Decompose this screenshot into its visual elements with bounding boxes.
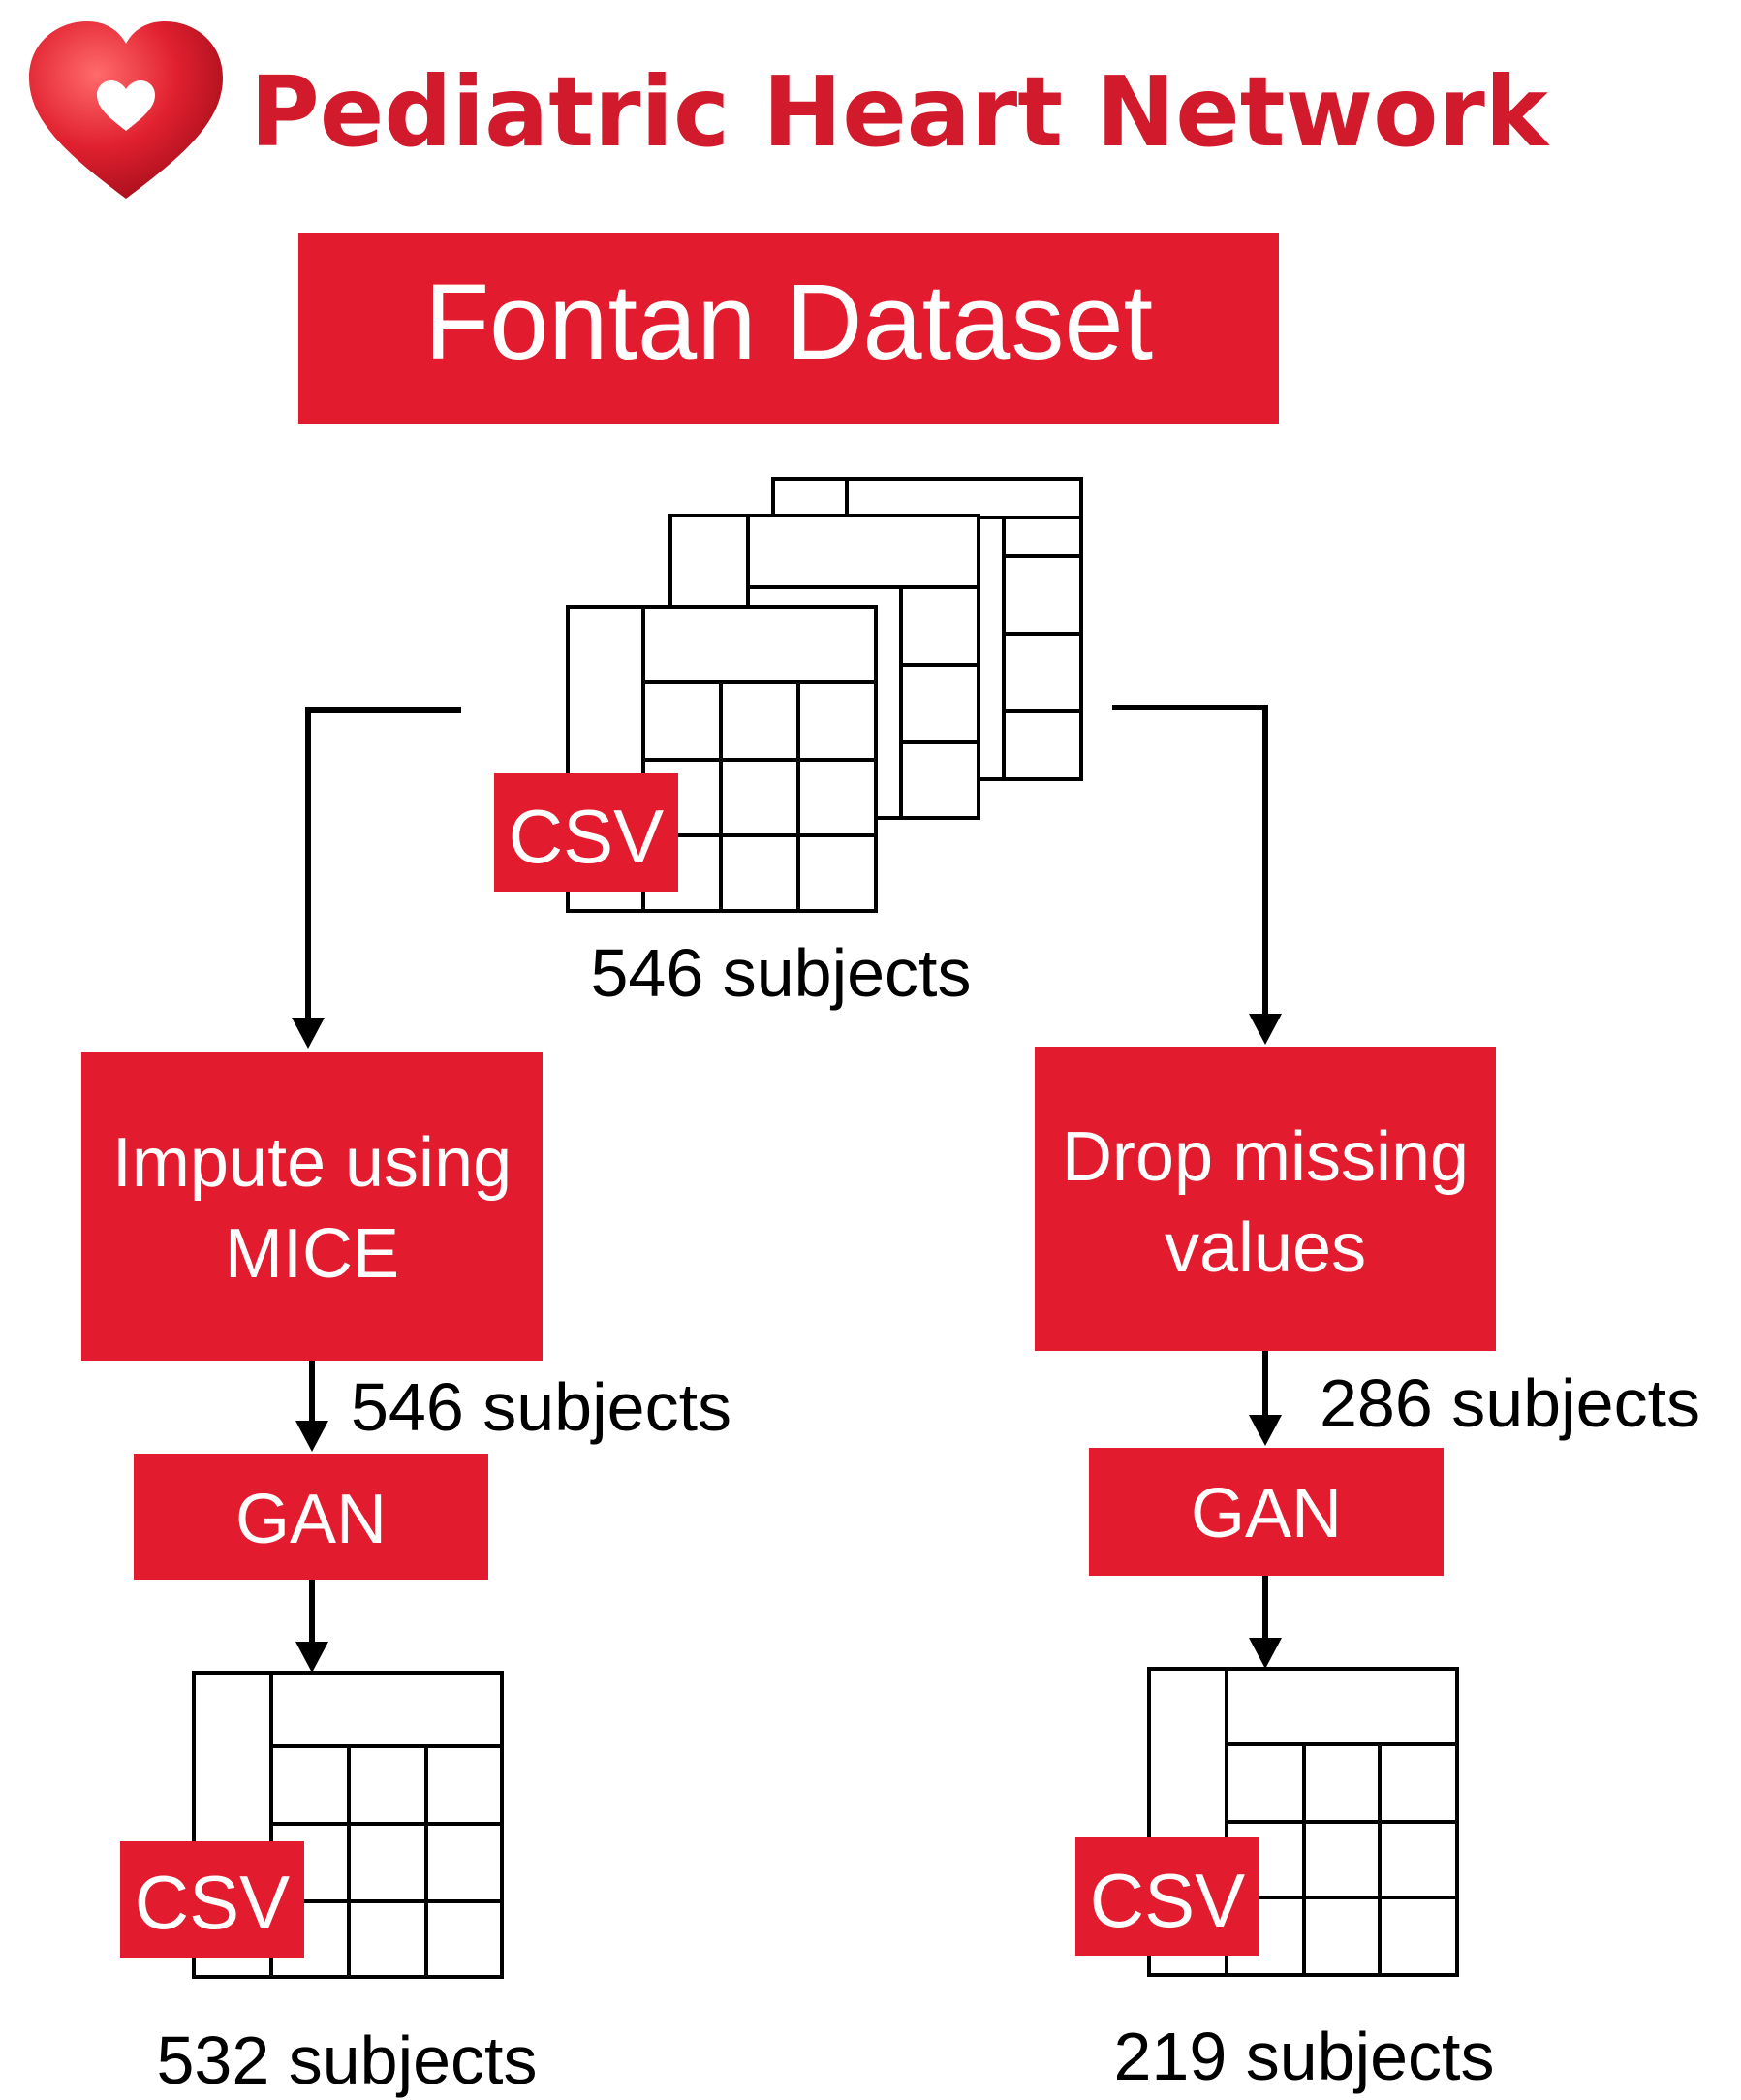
table-icon <box>566 477 1083 913</box>
svg-text:GAN: GAN <box>235 1481 387 1558</box>
brand-name: Pediatric Heart Network <box>250 55 1550 169</box>
impute-mice-box: Impute using MICE <box>81 1052 543 1361</box>
connector-right <box>1112 705 1282 1045</box>
header: Pediatric Heart Network <box>29 21 1550 199</box>
drop-missing-box: Drop missing values <box>1035 1047 1496 1351</box>
left-output-csv-badge: CSV <box>120 1841 304 1958</box>
csv-badge: CSV <box>494 773 678 892</box>
svg-text:Drop missing: Drop missing <box>1062 1118 1469 1196</box>
svg-text:values: values <box>1165 1209 1366 1287</box>
right-branch: Drop missing values 286 subjects GAN CSV… <box>1035 1047 1700 2094</box>
svg-text:MICE: MICE <box>225 1215 399 1293</box>
svg-text:CSV: CSV <box>135 1860 290 1945</box>
right-output-csv-badge: CSV <box>1075 1837 1259 1956</box>
svg-text:CSV: CSV <box>509 794 664 879</box>
connector-left <box>292 707 461 1049</box>
right-gan-box: GAN <box>1089 1448 1444 1576</box>
left-step-subject-count: 546 subjects <box>351 1369 731 1445</box>
dataset-title: Fontan Dataset <box>424 263 1153 382</box>
left-gan-box: GAN <box>134 1454 488 1580</box>
svg-text:GAN: GAN <box>1191 1475 1342 1552</box>
svg-text:CSV: CSV <box>1090 1858 1245 1943</box>
dataset-subject-count: 546 subjects <box>590 935 971 1011</box>
right-step-subject-count: 286 subjects <box>1320 1365 1700 1441</box>
left-output-table-icon <box>192 1671 504 1979</box>
svg-text:Impute using: Impute using <box>112 1124 512 1202</box>
dataset-title-box: Fontan Dataset <box>298 233 1279 424</box>
heart-icon <box>29 21 223 199</box>
left-branch: Impute using MICE 546 subjects GAN CSV 5… <box>81 1052 731 2098</box>
right-output-subject-count: 219 subjects <box>1113 2019 1494 2094</box>
left-output-subject-count: 532 subjects <box>156 2022 537 2098</box>
